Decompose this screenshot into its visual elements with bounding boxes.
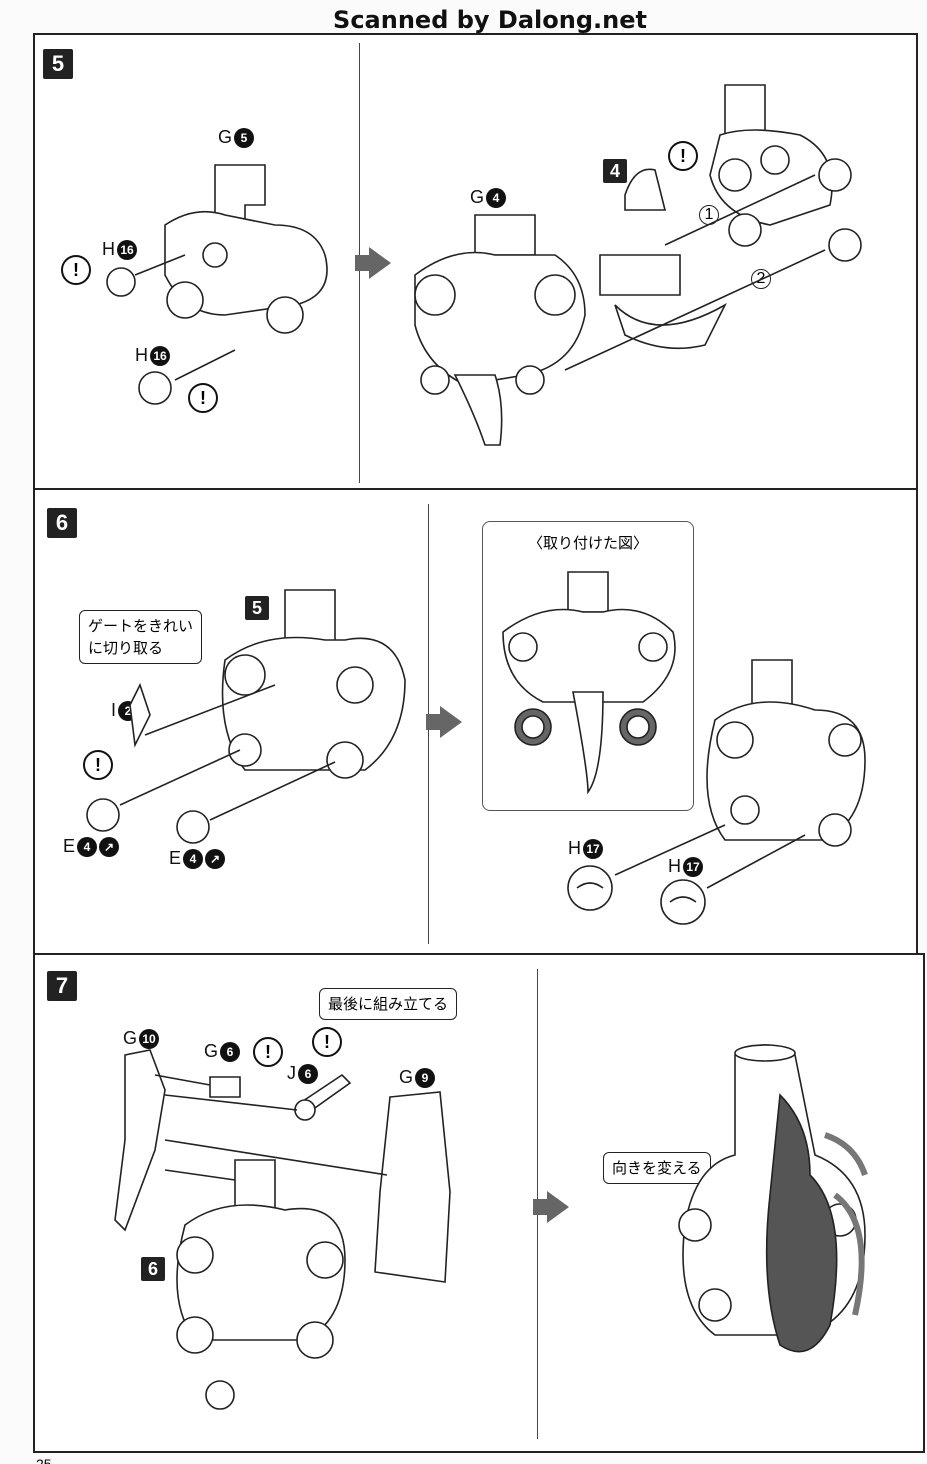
caution-icon: ! xyxy=(83,750,113,780)
part-number: 6 xyxy=(298,1064,318,1085)
part-number: 4 xyxy=(486,188,507,209)
part-illustration xyxy=(114,1044,868,1410)
callout-cut-gate: ゲートをきれい に切り取る xyxy=(79,610,203,664)
plating-icon: ↗ xyxy=(205,849,226,870)
part-letter: G xyxy=(470,187,485,207)
part-letter: E xyxy=(169,848,182,868)
next-arrow-icon xyxy=(533,1191,569,1223)
part-letter: H xyxy=(668,856,681,876)
caution-icon: ! xyxy=(253,1037,283,1067)
part-letter: J xyxy=(287,1063,296,1083)
attached-view-inset: 〈取り付けた図〉 xyxy=(482,521,694,811)
inset-title: 〈取り付けた図〉 xyxy=(527,534,648,552)
next-arrow-icon xyxy=(355,247,391,279)
page-number: 25 xyxy=(36,1456,52,1464)
subassembly-badge: 4 xyxy=(603,159,627,183)
part-number: 5 xyxy=(234,128,255,149)
part-illustration xyxy=(502,571,676,795)
part-illustration xyxy=(106,84,862,446)
caution-icon: ! xyxy=(312,1027,342,1057)
part-illustration xyxy=(86,589,866,925)
callout-change-direction: 向きを変える xyxy=(603,1152,711,1184)
plating-icon: ↗ xyxy=(99,837,120,858)
order-2-label: 2 xyxy=(751,269,771,289)
part-letter: G xyxy=(204,1041,219,1061)
next-arrow-icon xyxy=(426,706,462,738)
caution-icon: ! xyxy=(668,141,698,171)
part-number: 16 xyxy=(150,346,170,367)
part-number: 6 xyxy=(220,1042,241,1063)
part-number: 4 xyxy=(77,837,98,858)
part-number: 16 xyxy=(117,240,137,261)
part-number: 17 xyxy=(683,857,703,878)
step-number: 5 xyxy=(43,49,73,79)
step-number: 6 xyxy=(47,508,77,538)
subassembly-badge: 6 xyxy=(141,1257,165,1281)
part-letter: I xyxy=(111,700,117,720)
part-letter: H xyxy=(102,239,115,259)
part-letter: H xyxy=(135,345,148,365)
subassembly-badge: 5 xyxy=(245,596,269,620)
part-number: 9 xyxy=(415,1068,436,1089)
part-letter: G xyxy=(399,1067,414,1087)
watermark: Scanned by Dalong.net xyxy=(333,6,647,34)
part-number: 17 xyxy=(583,839,603,860)
part-letter: G xyxy=(123,1028,138,1048)
part-number: 4 xyxy=(183,849,204,870)
callout-assemble-last: 最後に組み立てる xyxy=(319,988,458,1020)
part-number: 10 xyxy=(139,1029,160,1050)
part-letter: H xyxy=(568,838,581,858)
caution-icon: ! xyxy=(61,255,91,285)
part-letter: E xyxy=(63,836,76,856)
part-letter: G xyxy=(218,127,233,147)
caution-icon: ! xyxy=(188,383,218,413)
step-number: 7 xyxy=(47,971,77,1001)
